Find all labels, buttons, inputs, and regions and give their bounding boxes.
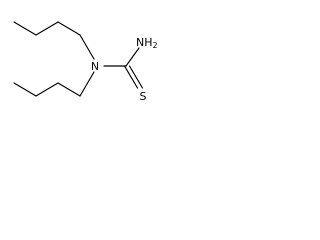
bond-c-s-double-a bbox=[123, 65, 139, 89]
bond-c1-c2-upper bbox=[13, 21, 37, 36]
bond-c-s-double-b bbox=[128, 65, 144, 89]
upper-butyl-chain bbox=[13, 21, 95, 60]
bond-n-c4-lower bbox=[79, 71, 95, 97]
amino-group-symbol: NH bbox=[136, 36, 153, 49]
thiourea-structure-diagram: N NH2 S bbox=[13, 21, 158, 103]
bond-c-nh2 bbox=[125, 47, 140, 67]
amino-group-label: NH2 bbox=[136, 36, 158, 50]
lower-butyl-chain bbox=[13, 71, 95, 97]
bond-c4-c3-lower bbox=[57, 82, 81, 97]
bond-c2-c3-upper bbox=[35, 21, 59, 36]
bond-c3-c2-lower bbox=[35, 82, 59, 97]
thiocarbamoyl-group bbox=[103, 47, 144, 89]
bond-c3-c4-upper bbox=[57, 21, 81, 36]
bond-c2-c1-lower bbox=[13, 82, 37, 97]
nitrogen-atom-label: N bbox=[91, 60, 99, 73]
sulfur-atom-label: S bbox=[140, 90, 147, 103]
bond-c4-n-upper bbox=[79, 34, 95, 60]
amino-group-subscript: 2 bbox=[153, 41, 158, 50]
